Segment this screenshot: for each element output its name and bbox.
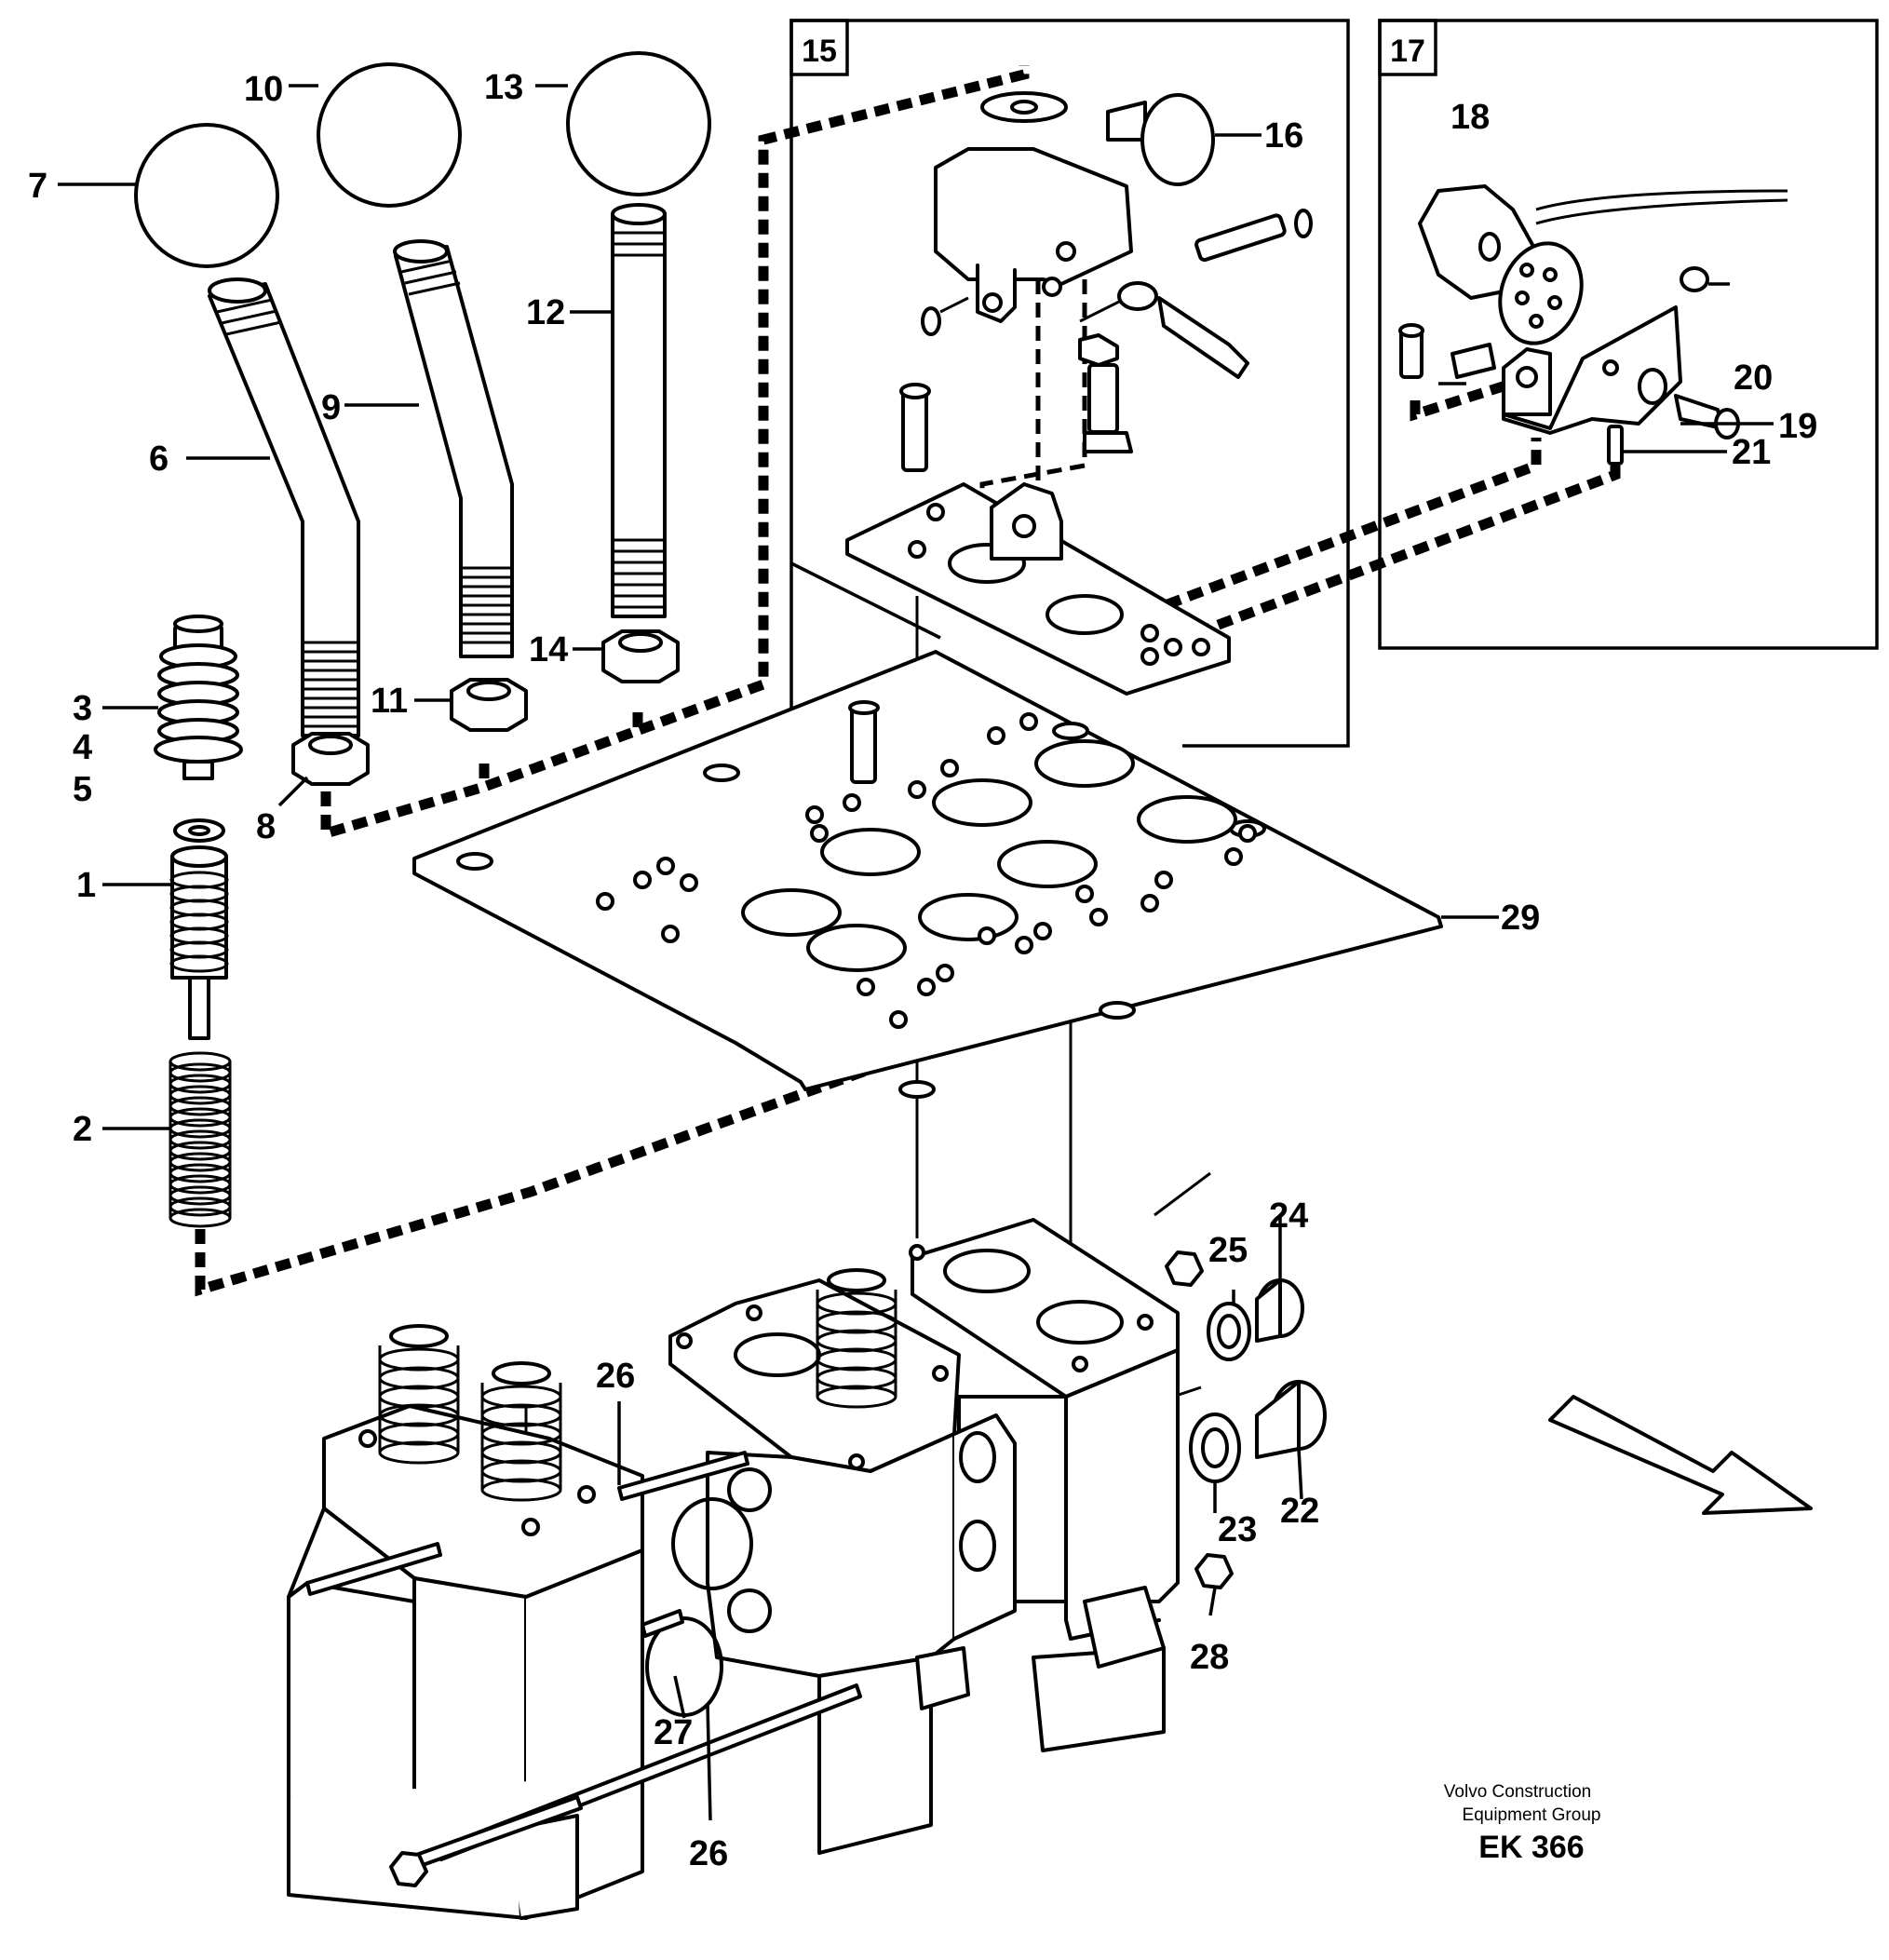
sensor-18 [1418,184,1788,300]
credit-block: Volvo Construction Equipment Group EK 36… [1444,1782,1601,1865]
plug-22 [1255,1380,1327,1459]
pin-21 [1607,425,1624,466]
callout-26-upper: 26 [596,1357,635,1396]
switch-housing [934,91,1215,323]
lever-12 [611,203,667,618]
callout-12: 12 [526,293,565,332]
callout-1: 1 [76,866,96,905]
nut-11 [450,678,528,732]
callout-2: 2 [73,1110,92,1149]
sensor-bracket [1398,266,1709,435]
knob-7 [134,123,279,268]
seal-23 [1189,1413,1241,1483]
lever-9 [393,239,514,658]
direction-arrow [1548,1395,1813,1515]
spring-left-a [378,1324,460,1465]
callout-6: 6 [149,439,169,479]
callout-18: 18 [1450,98,1490,137]
callouts: 7 10 13 12 9 6 3 4 5 1 2 8 11 14 16 18 2… [28,68,1817,1873]
callout-27: 27 [654,1713,693,1752]
lever-6 [208,277,360,737]
callout-4: 4 [73,728,92,767]
callout-22: 22 [1280,1492,1319,1531]
callout-14: 14 [529,630,568,669]
detail-box-15: 15 [789,19,1350,748]
detail-box-17: 17 [1378,19,1879,650]
knob-10 [317,62,462,208]
knob-13 [566,51,711,196]
spring-left-b [480,1361,562,1502]
callout-3: 3 [73,689,92,728]
callout-11: 11 [371,682,408,721]
spring-assembly-3-4-5 [154,615,243,780]
callout-26-lower: 26 [689,1834,728,1873]
callout-29: 29 [1501,899,1540,938]
credit-line-1: Volvo Construction [1444,1782,1591,1802]
tie-rod-upper [305,1451,749,1596]
spring-2 [169,1051,232,1228]
nut-upper-right [1165,1250,1204,1287]
callout-28: 28 [1190,1638,1229,1677]
nut-28 [1194,1553,1234,1589]
screw-bracket [899,383,931,472]
tie-rod-lower [394,1683,862,1875]
callout-20: 20 [1734,358,1773,398]
sensor-disc [1498,241,1584,345]
callout-17: 17 [1390,34,1425,69]
seal-25 [1207,1302,1251,1361]
valve-block-middle [668,1278,1017,1855]
leader-lines [58,84,1774,1821]
callout-23: 23 [1218,1510,1257,1549]
drawing-code: EK 366 [1478,1830,1584,1865]
bracket-plate-15 [845,482,1231,696]
callout-8: 8 [256,807,276,846]
nut-8 [291,732,370,786]
nut-14 [601,629,680,683]
spring-middle [816,1268,897,1409]
screw-gasket [848,700,880,784]
nut-lower-left [389,1851,428,1887]
callout-9: 9 [321,388,341,427]
callout-10: 10 [244,70,283,109]
credit-line-2: Equipment Group [1463,1805,1601,1825]
tie-rod-middle [641,1609,684,1638]
plunger-1 [169,818,229,1040]
valve-block-right [909,1218,1180,1752]
screw-19-washer-20 [1638,368,1740,439]
callout-19: 19 [1778,407,1817,446]
callout-15: 15 [802,34,837,69]
pin-and-clips [921,209,1313,453]
callout-21: 21 [1732,433,1771,472]
callout-7: 7 [28,167,47,206]
callout-24: 24 [1269,1196,1308,1236]
callout-5: 5 [73,770,92,809]
callout-13: 13 [484,68,523,107]
gasket-plate-29 [412,650,1443,1099]
plug-24 [1255,1278,1304,1343]
callout-25: 25 [1208,1231,1248,1270]
callout-16: 16 [1264,116,1303,155]
